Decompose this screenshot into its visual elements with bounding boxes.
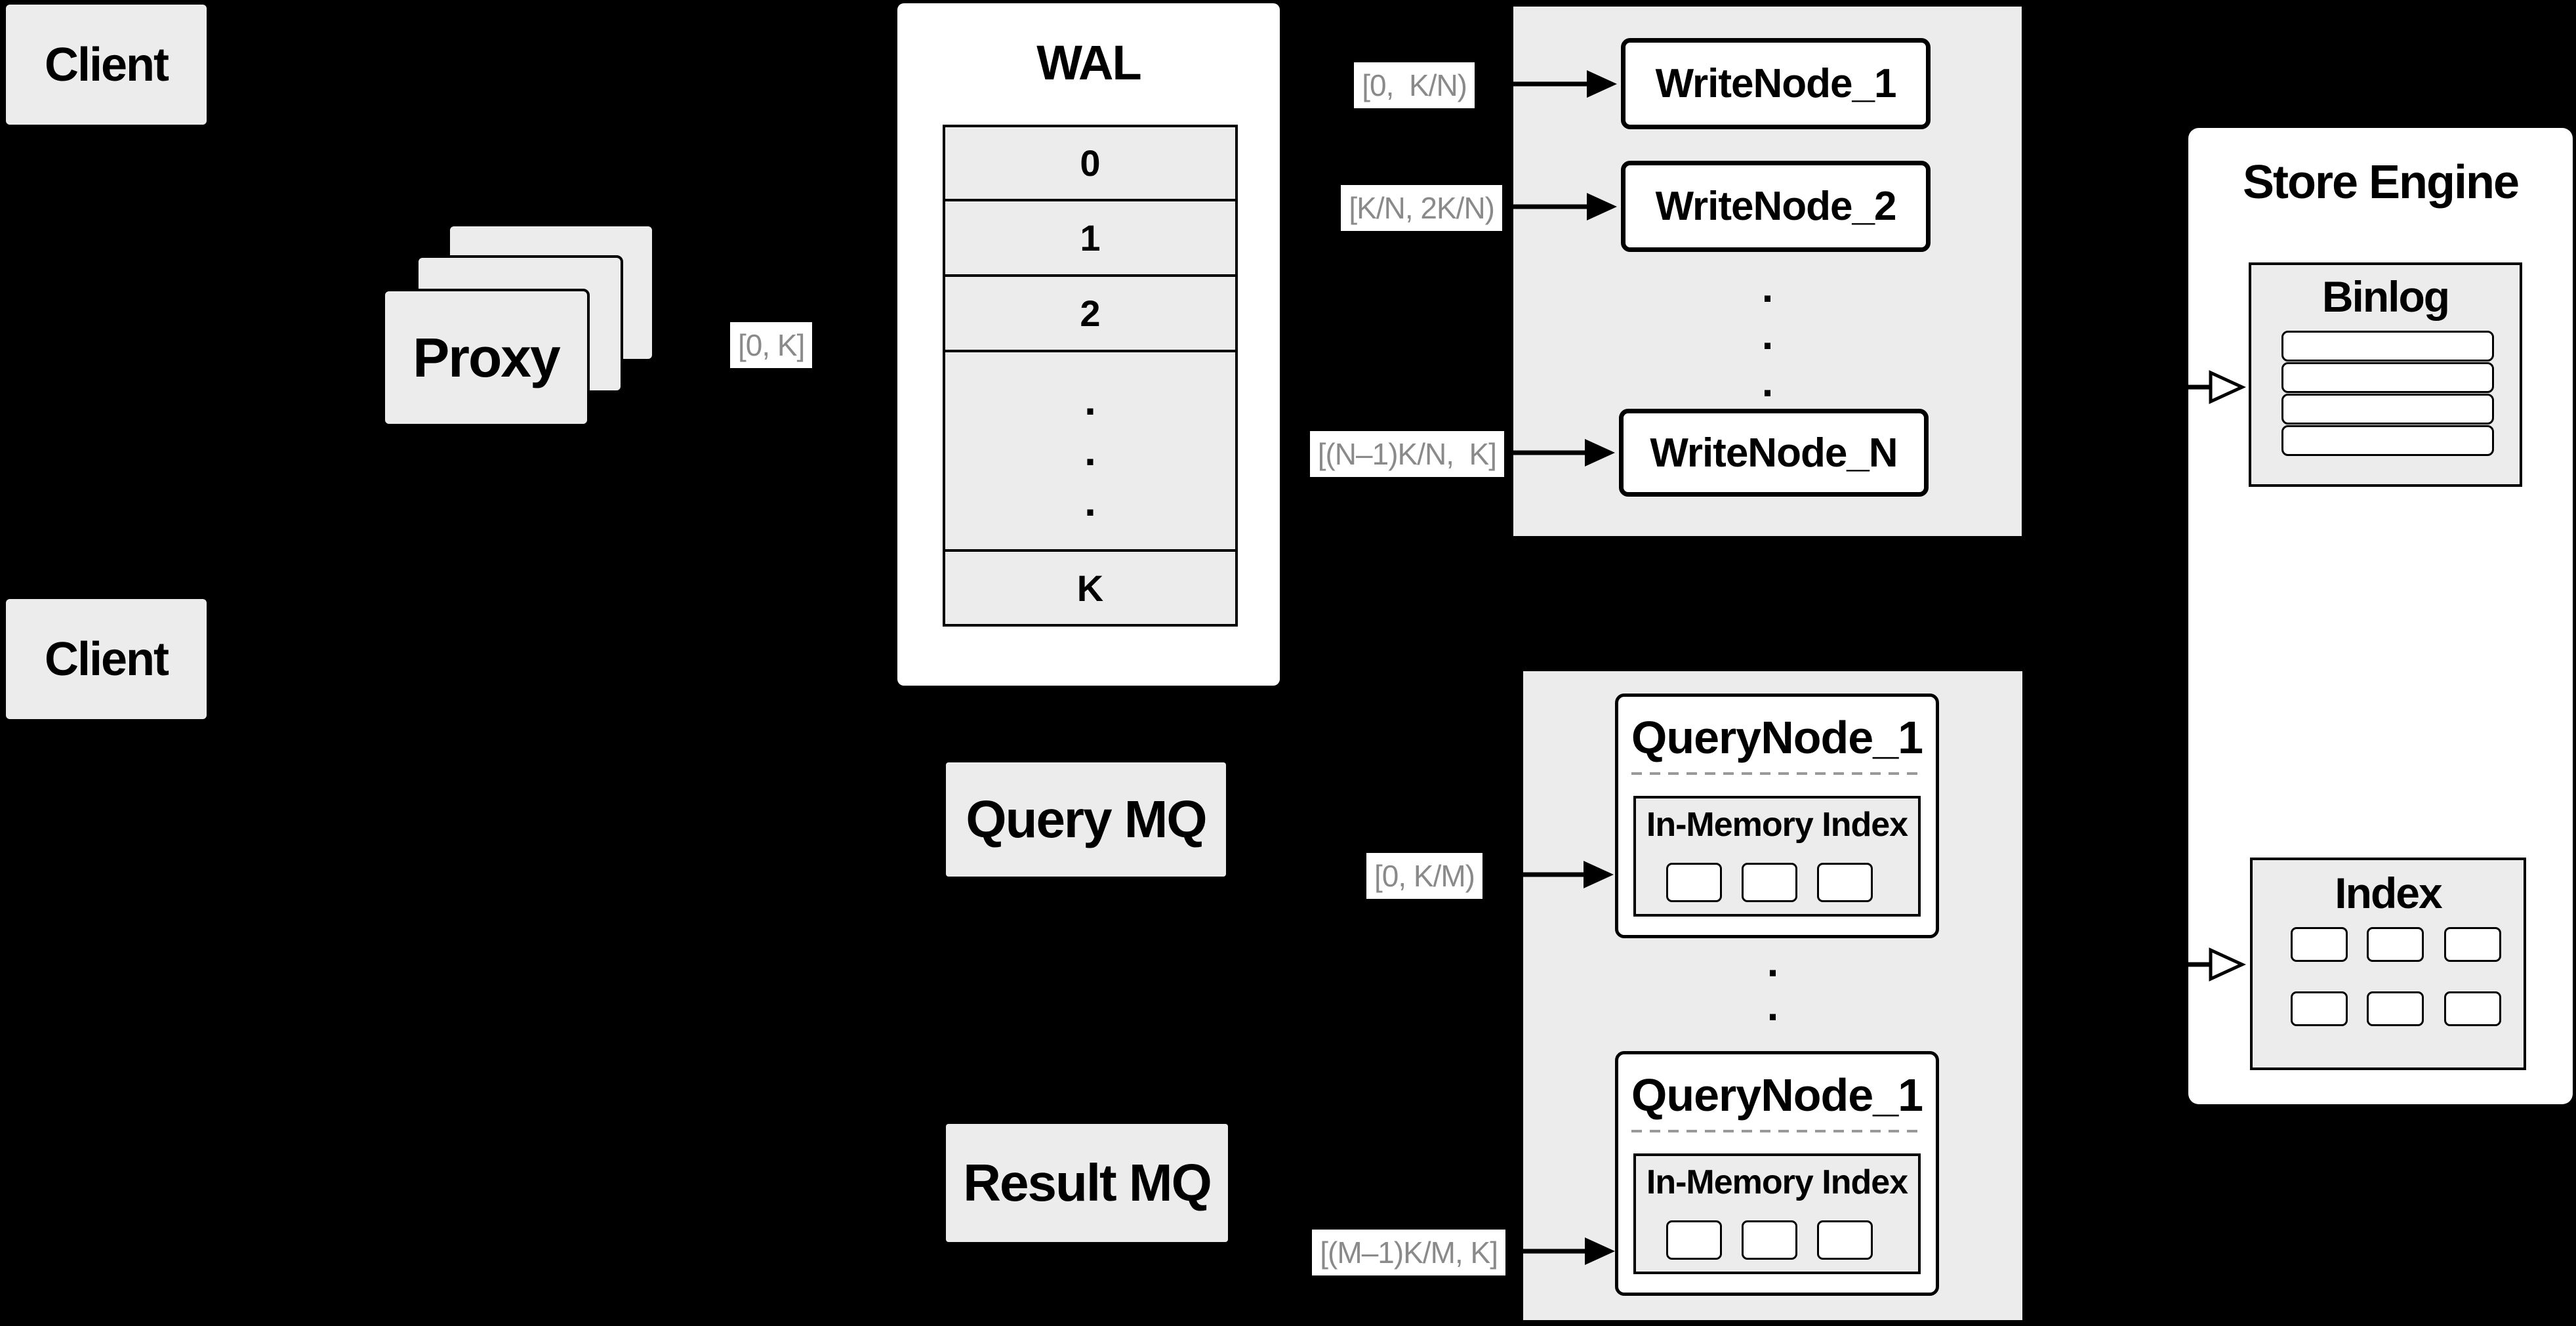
write-node-2: WriteNode_2 [1621,161,1931,252]
binlog-box: Binlog [2249,262,2522,487]
dot-icon: . [1761,264,1774,311]
inmemory-index-cell [1666,863,1722,902]
wal-row-2-label: 2 [1080,293,1101,334]
inmemory-index-title: In-Memory Index [1646,1163,1908,1201]
query-node-panel: QueryNode_1 In-Memory Index . . . QueryN… [1523,671,2022,1320]
binlog-row [2281,362,2494,393]
query-node-2-divider [1631,1130,1923,1132]
wal-title: WAL [1036,35,1141,90]
result-mq-label: Result MQ [963,1153,1212,1212]
proxy-box: Proxy [382,289,590,426]
binlog-row [2281,394,2494,425]
wal-row-k: K [945,552,1235,624]
index-cell [2291,927,2348,962]
index-cell [2291,991,2348,1026]
wal-ellipsis-dots: . . . [1084,377,1096,525]
dot-icon: . [1084,478,1096,525]
dot-icon: . [1084,427,1096,474]
wal-row-2: 2 [945,277,1235,352]
write-node-1-label: WriteNode_1 [1655,61,1897,106]
inmemory-index-cell [1817,863,1873,902]
wal-table: 0 1 2 . . . K [943,125,1238,627]
wal-row-1-label: 1 [1080,217,1101,259]
client-box-top: Client [6,5,207,125]
query-node-1-divider [1631,772,1923,775]
binlog-row [2281,331,2494,362]
inmemory-index-title: In-Memory Index [1646,806,1908,844]
wal-row-1: 1 [945,201,1235,277]
range-label-write-2: [K/N, 2K/N) [1341,185,1502,231]
dot-icon: . [1761,358,1774,405]
query-node-2-inmemory-index: In-Memory Index [1633,1153,1921,1274]
index-cell [2367,991,2424,1026]
write-node-ellipsis: . . . [1513,264,2022,405]
query-node-2: QueryNode_1 In-Memory Index [1615,1051,1939,1296]
write-node-n: WriteNode_N [1619,409,1929,497]
range-label-write-n: [(N–1)K/N, K] [1309,431,1504,477]
index-box: Index [2250,858,2526,1070]
write-node-1: WriteNode_1 [1621,38,1931,129]
query-node-1-inmemory-index: In-Memory Index [1633,796,1921,917]
result-mq-box: Result MQ [946,1124,1228,1242]
inmemory-index-cell [1666,1220,1722,1260]
dot-icon: . [1761,311,1774,358]
wal-row-k-label: K [1076,567,1104,609]
query-mq-label: Query MQ [966,790,1207,848]
index-cell [2367,927,2424,962]
index-cell [2444,991,2501,1026]
range-label-query-m: [(M–1)K/M, K] [1312,1230,1505,1275]
client-box-bottom: Client [6,599,207,719]
query-mq-box: Query MQ [946,762,1226,877]
client-bottom-label: Client [44,632,169,686]
write-node-n-label: WriteNode_N [1650,430,1898,476]
binlog-row [2281,425,2494,456]
wal-row-0-label: 0 [1080,142,1101,184]
index-title: Index [2335,869,2442,917]
inmemory-index-cell [1817,1220,1873,1260]
store-engine-title: Store Engine [2242,156,2520,209]
range-label-proxy-to-wal: [0, K] [730,322,813,368]
wal-row-0: 0 [945,127,1235,201]
range-label-write-1: [0, K/N) [1354,62,1475,108]
query-node-2-title: QueryNode_1 [1631,1069,1923,1121]
query-node-ellipsis: . . . [1523,938,2022,1071]
write-node-2-label: WriteNode_2 [1655,184,1897,229]
dot-icon: . [1767,982,1779,1029]
store-engine-box: Store Engine Binlog Index [2188,128,2573,1104]
index-cell [2444,927,2501,962]
proxy-label: Proxy [413,326,560,388]
wal-box: WAL 0 1 2 . . . K [897,3,1280,686]
wal-row-ellipsis: . . . [945,352,1235,552]
dot-icon: . [1767,938,1779,985]
inmemory-index-cell [1742,863,1797,902]
binlog-title: Binlog [2321,272,2450,321]
query-node-1: QueryNode_1 In-Memory Index [1615,694,1939,938]
write-node-panel: WriteNode_1 WriteNode_2 . . . WriteNode_… [1513,7,2022,536]
client-top-label: Client [44,38,169,91]
inmemory-index-cell [1742,1220,1797,1260]
query-node-1-title: QueryNode_1 [1631,712,1923,763]
range-label-query-1: [0, K/M) [1366,853,1482,899]
dot-icon: . [1084,377,1096,424]
